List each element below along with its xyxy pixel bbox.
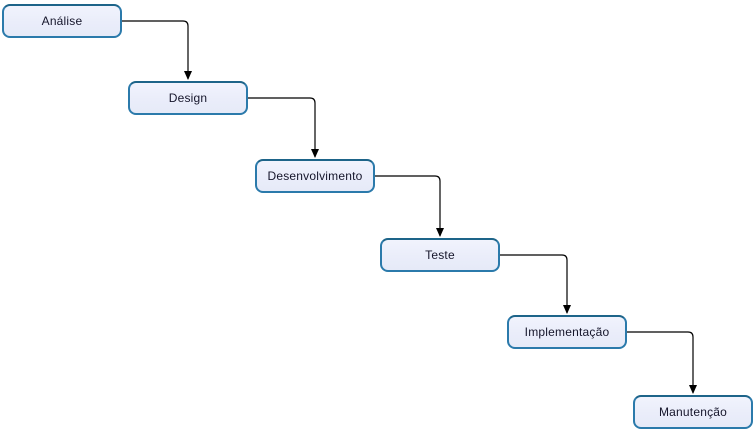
connector-teste-implementacao [500, 254, 571, 314]
stage-label-desenvolvimento: Desenvolvimento [267, 169, 363, 183]
stage-label-manutencao: Manutenção [658, 405, 728, 419]
stage-label-teste: Teste [425, 248, 455, 262]
stage-node-manutencao[interactable]: Manutenção [633, 395, 753, 429]
stage-node-desenvolvimento[interactable]: Desenvolvimento [255, 159, 375, 193]
stage-node-design[interactable]: Design [128, 81, 248, 115]
connector-desenvolvimento-teste [375, 175, 444, 237]
connector-implementacao-manutencao [627, 331, 697, 394]
connector-analise-design [122, 20, 192, 80]
stage-label-design: Design [168, 91, 208, 105]
stage-label-analise: Análise [41, 14, 83, 28]
stage-node-implementacao[interactable]: Implementação [507, 315, 627, 349]
stage-label-implementacao: Implementação [524, 325, 610, 339]
connector-design-desenvolvimento [248, 97, 319, 158]
stage-node-analise[interactable]: Análise [2, 4, 122, 38]
stage-node-teste[interactable]: Teste [380, 238, 500, 272]
